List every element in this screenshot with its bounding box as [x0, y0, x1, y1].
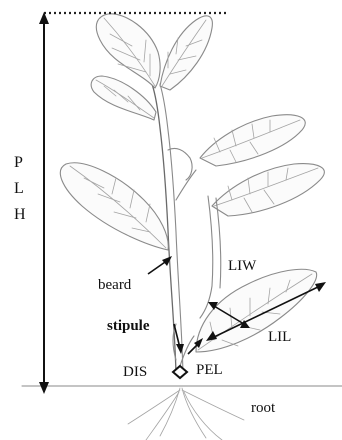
distance-label: DIS	[123, 364, 147, 380]
distance-marker	[173, 366, 187, 378]
leaf-right-middle	[212, 164, 324, 216]
leaf-right-upper	[200, 115, 305, 166]
arrow-up-icon	[39, 12, 49, 24]
root-label: root	[251, 400, 276, 416]
plant-height-label-p: P	[14, 154, 23, 171]
beard-label: beard	[98, 277, 132, 293]
diamond-icon	[173, 366, 187, 378]
leaf-width-label: LIW	[228, 258, 257, 274]
petiole-length-label: PEL	[196, 362, 223, 378]
arrow-down-icon	[39, 382, 49, 394]
root-sketch	[128, 388, 244, 440]
arrow-head-icon	[315, 282, 326, 292]
leaf-lower-right	[196, 269, 317, 352]
arrow-head-icon	[162, 256, 172, 266]
beard-pointer	[148, 256, 172, 274]
leaf-top-right	[160, 16, 212, 90]
leaf-length-label: LIL	[268, 329, 291, 345]
stipule-label: stipule	[107, 318, 150, 334]
plant-height-label-l: L	[14, 180, 24, 197]
leaf-left-large	[60, 163, 168, 250]
plant-height-label-h: H	[14, 206, 26, 223]
leaf-upper-left	[91, 76, 156, 120]
